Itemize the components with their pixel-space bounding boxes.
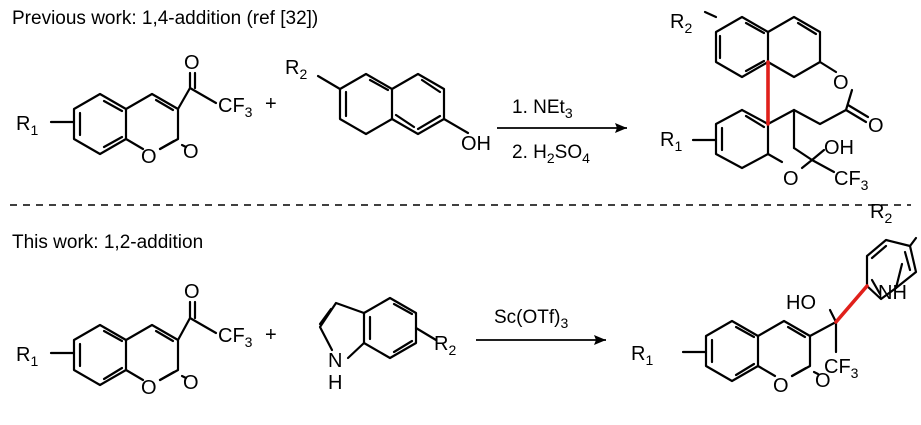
previous-work-heading: Previous work: 1,4-addition (ref [32]) [12, 8, 318, 29]
lactone-carbonyl-oxygen-bottom: O [183, 372, 199, 394]
condition-lewis-acid: Sc(OTf)3 [494, 307, 569, 331]
condition-step1: 1. NEt3 [512, 97, 573, 121]
arrow-head-bottom [594, 335, 606, 345]
indole-nitrogen: N [328, 350, 342, 372]
hydroxyl-label-product-bottom: HO [786, 292, 816, 314]
r1-label-bottom: R1 [16, 344, 38, 369]
naphthol-reactant [316, 72, 470, 136]
ring-oxygen-bottom: O [141, 377, 157, 399]
coumarin-reactant-top [49, 71, 218, 156]
ring-oxygen-product-top: O [783, 168, 799, 190]
this-work-heading: This work: 1,2-addition [12, 232, 203, 253]
cf3-label-product-top: CF3 [834, 168, 869, 193]
cf3-label-top: CF3 [218, 95, 253, 120]
r2-label-product-bottom: R2 [870, 201, 892, 226]
r2-label-product-top: R2 [670, 11, 692, 36]
coumarin-reactant-bottom [49, 300, 218, 387]
product-bottom [681, 236, 918, 383]
ketone-oxygen-bottom: O [184, 281, 200, 303]
r1-label-product-bottom: R1 [631, 343, 653, 368]
cf3-label-bottom: CF3 [218, 325, 253, 350]
carbonyl-oxygen-product-bottom: O [815, 370, 831, 392]
ring-oxygen-product-bottom: O [773, 375, 789, 397]
cf3-label-product-bottom: CF3 [824, 356, 859, 381]
r2-label-top: R2 [285, 57, 307, 82]
ring-oxygen-top: O [141, 146, 157, 168]
r1-label-top: R1 [16, 113, 38, 138]
indole-nh-label-product: NH [878, 282, 907, 304]
new-bond-bottom [834, 284, 869, 324]
carbonyl-oxygen-product-top: O [868, 115, 884, 137]
r2-label-indole: R2 [434, 333, 456, 358]
indole-nh-hydrogen: H [328, 372, 342, 394]
ketone-oxygen-top: O [184, 52, 200, 74]
indole-reactant [318, 296, 438, 360]
plus-sign-bottom: + [265, 324, 277, 346]
hydroxyl-label-naphthol: OH [461, 133, 491, 155]
arrow-head-top [615, 123, 627, 133]
condition-step2: 2. H2SO4 [512, 142, 590, 166]
lactone-oxygen-product-top: O [833, 72, 849, 94]
hydroxyl-label-product-top: OH [824, 137, 854, 159]
lactone-carbonyl-oxygen-top: O [183, 141, 199, 163]
plus-sign-top: + [265, 93, 277, 115]
r1-label-product-top: R1 [660, 129, 682, 154]
